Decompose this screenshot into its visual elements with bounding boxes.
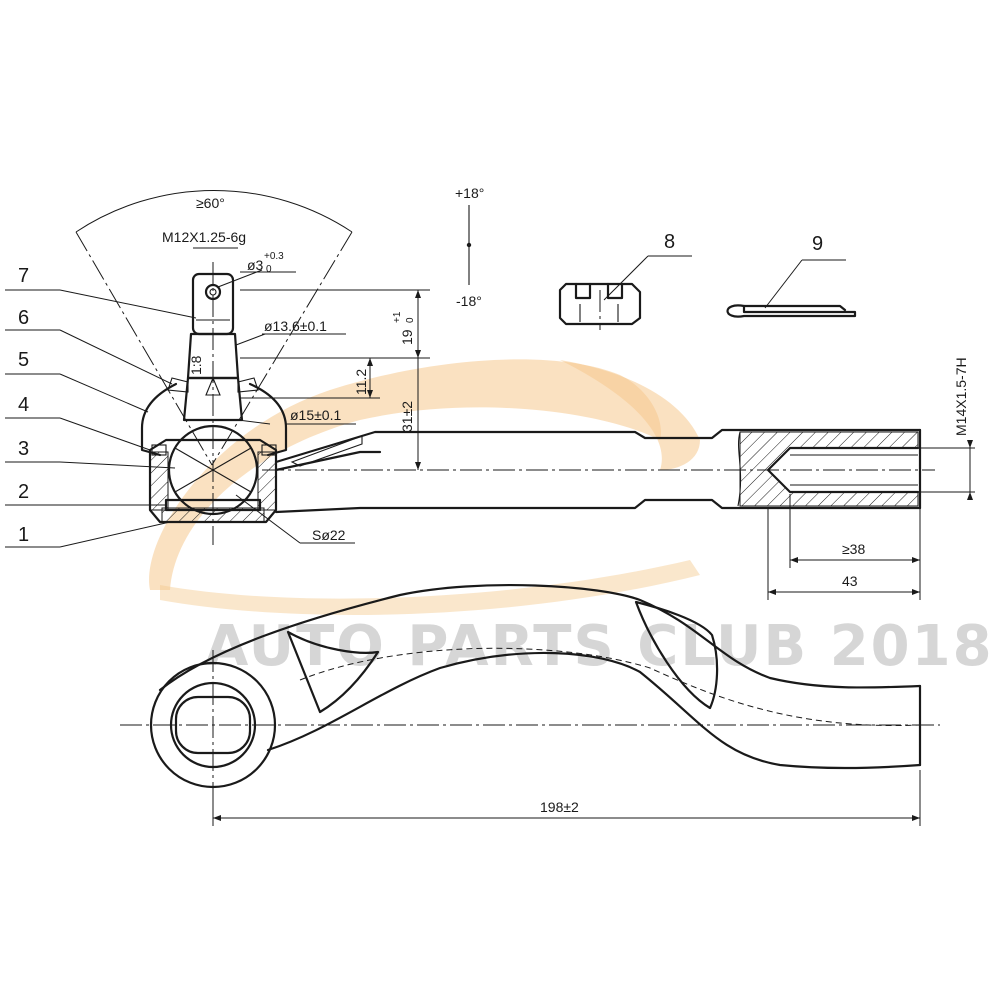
taper-dia-label: ø13.6±0.1: [264, 318, 327, 334]
ball-dia-leader: [235, 494, 301, 544]
callout-3: 3: [18, 438, 29, 460]
overall-len-label: 198±2: [540, 799, 579, 815]
callout-9: 9: [812, 233, 823, 255]
cotter-pin: [726, 259, 857, 318]
callout-5: 5: [18, 349, 29, 371]
tilt-down-label: -18°: [456, 293, 482, 309]
tilt-indicator: [466, 205, 472, 285]
callout-4: 4: [18, 394, 29, 416]
callout-6: 6: [18, 307, 29, 329]
stud-len-label: 19: [399, 329, 415, 345]
height-dims: [240, 289, 430, 470]
callout-1: 1: [18, 524, 29, 546]
hole-dia-tol-upper: +0.3: [264, 251, 284, 262]
watermark-logo: [149, 359, 700, 615]
part-callouts: [5, 289, 197, 548]
stud-len-tol-lower: 0: [405, 317, 416, 323]
ball-dia-label: Sø22: [312, 527, 346, 543]
hole-dia-tol-lower: 0: [266, 264, 272, 275]
taper-len-label: 11.2: [353, 369, 369, 395]
inner-thread-label: M14X1.5-7H: [953, 357, 969, 436]
taper-dia-leader: [235, 333, 266, 346]
tilt-up-label: +18°: [455, 185, 484, 201]
bore-depth-label: 43: [842, 573, 858, 589]
tie-rod-arm: [262, 428, 935, 514]
shank-dia-leader: [237, 419, 271, 425]
taper-ratio-label: 1:8: [188, 355, 204, 375]
side-view: [120, 584, 940, 826]
castle-nut: [558, 255, 692, 330]
stud-thread-label: M12X1.25-6g: [162, 229, 246, 245]
hole-dia-label: ø3: [247, 257, 264, 273]
callout-2: 2: [18, 481, 29, 503]
callout-8: 8: [664, 231, 675, 253]
stud-len-tol-upper: +1: [392, 311, 403, 323]
swing-angle-arc: [75, 190, 353, 466]
swing-angle-label: ≥60°: [196, 195, 225, 211]
thread-depth-label: ≥38: [842, 541, 865, 557]
hole-leader: [217, 269, 263, 288]
callout-7: 7: [18, 265, 29, 287]
watermark-text: AUTO PARTS CLUB 2018: [205, 614, 994, 679]
stud-height-label: 31±2: [399, 401, 415, 432]
shank-dia-label: ø15±0.1: [290, 407, 341, 423]
depth-dims: [767, 494, 921, 600]
